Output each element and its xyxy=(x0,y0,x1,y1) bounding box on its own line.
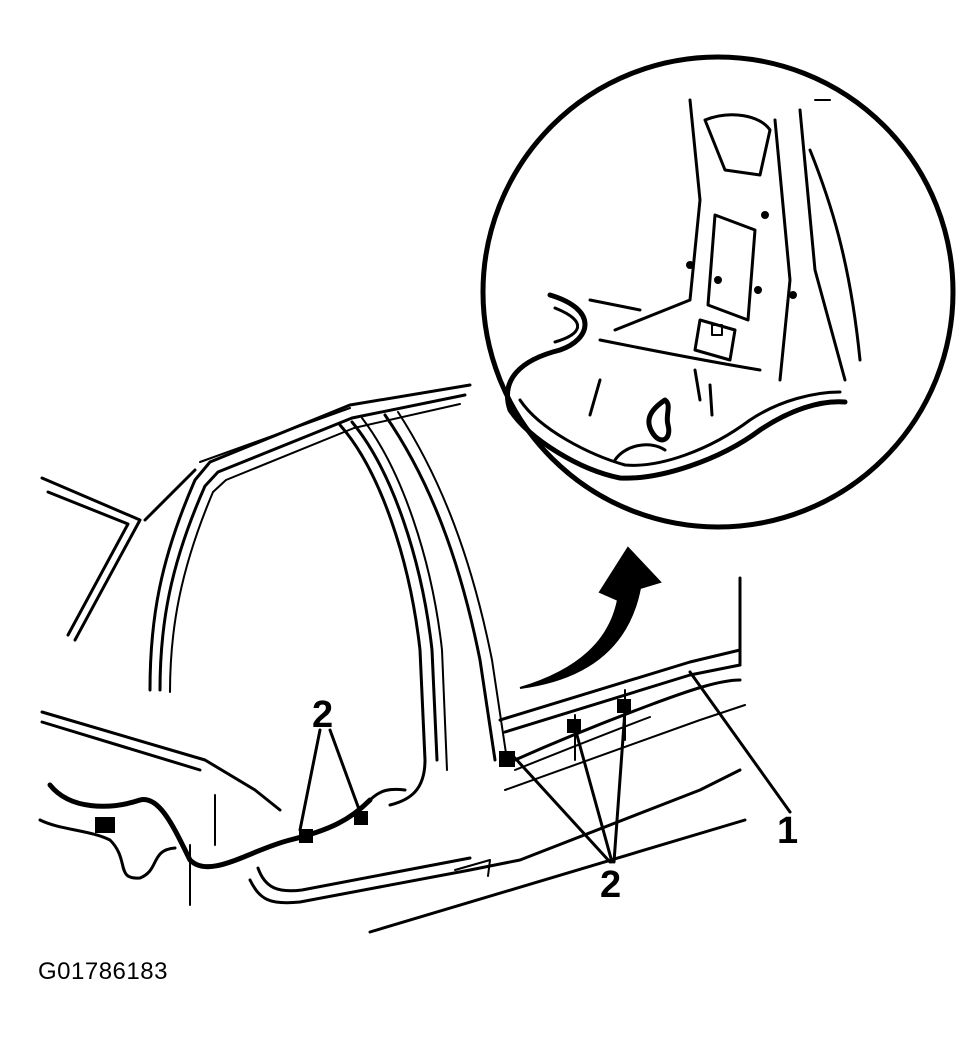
wiring-harness xyxy=(38,678,742,906)
door-opening-frame xyxy=(148,383,508,807)
inset-detail-view xyxy=(480,54,956,530)
roof-panel-lines xyxy=(40,407,351,642)
figure-id: G01786183 xyxy=(38,958,168,985)
rocker-sill xyxy=(40,576,747,934)
callout-2-clips-right: 2 xyxy=(600,864,622,906)
callout-leaders xyxy=(298,670,792,864)
curved-arrow-icon xyxy=(519,546,662,689)
callout-2-clips-left: 2 xyxy=(312,694,334,736)
callout-1-harness: 1 xyxy=(777,810,799,852)
